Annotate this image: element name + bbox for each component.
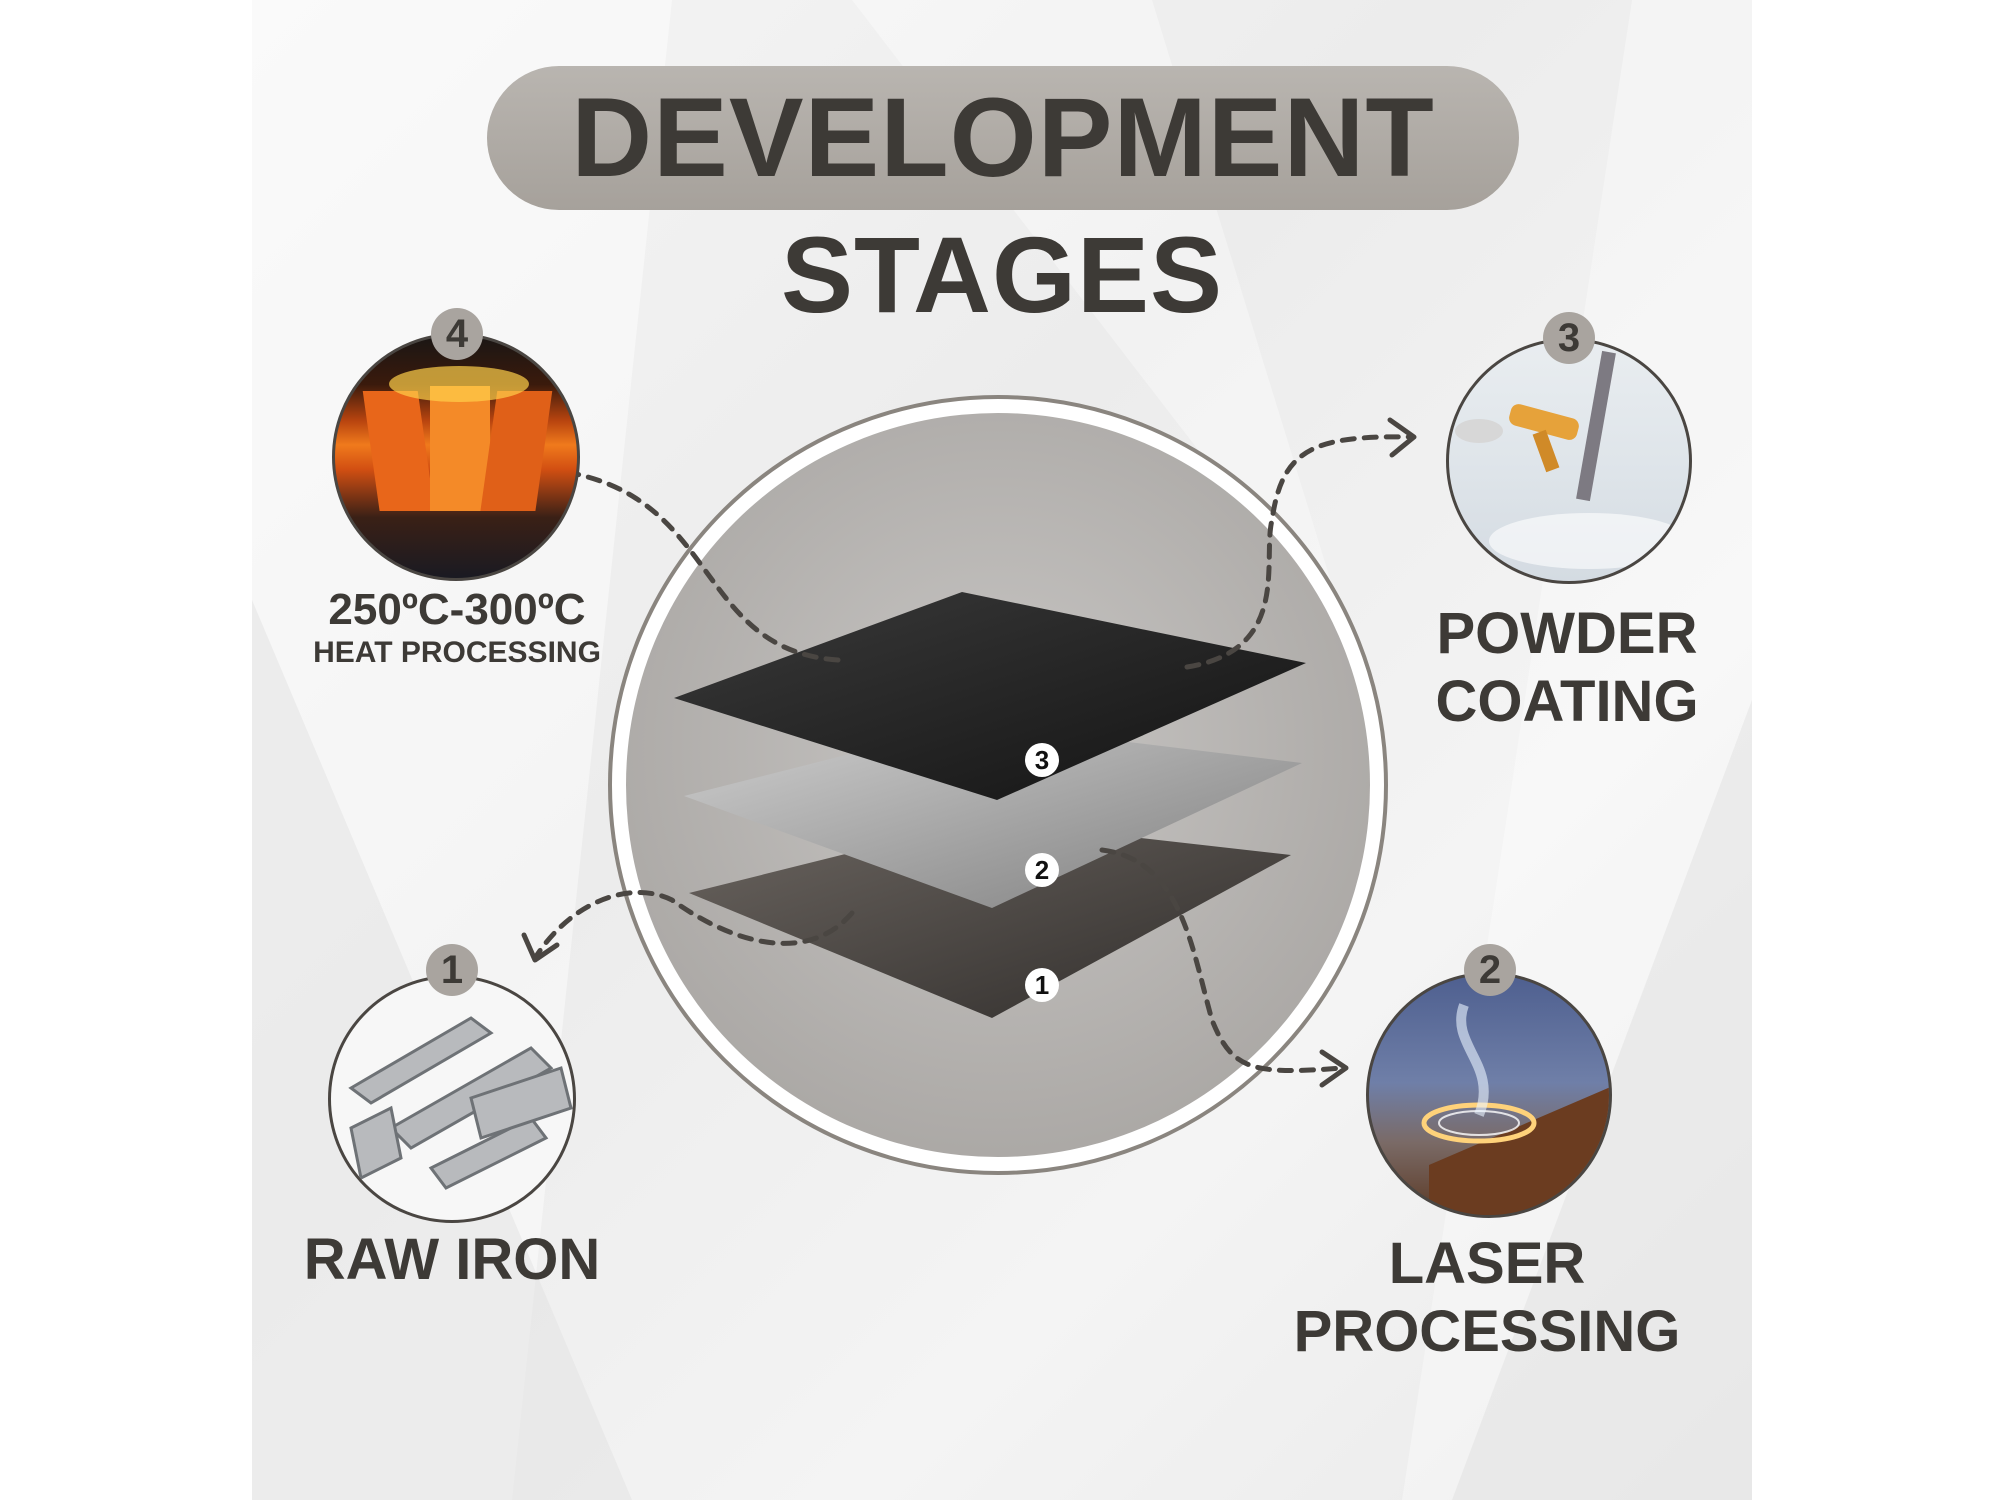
arrow-to-powder-coating [1184, 434, 1415, 670]
powder-coating-photo [1446, 338, 1692, 584]
connector-arrows [521, 417, 1417, 1088]
page-subtitle: STAGES [780, 214, 1224, 335]
steel-profiles-icon [348, 1016, 573, 1190]
laser-processing-photo [1366, 972, 1612, 1218]
stage-2-badge: 2 [1464, 944, 1516, 996]
layer-2-plate [684, 723, 1302, 908]
powder-coating-label-2: COATING [1435, 669, 1699, 734]
layers-diagram [608, 395, 1388, 1175]
heat-bars-icon [362, 366, 553, 511]
arrow-to-raw-iron [532, 890, 855, 961]
powder-coating-label-1: POWDER [1436, 601, 1698, 666]
raw-iron-label: RAW IRON [303, 1227, 601, 1292]
layer-3-plate [674, 592, 1306, 800]
page-title: DEVELOPMENT [571, 75, 1435, 200]
spray-gun-icon [1455, 350, 1689, 569]
layer-1-plate [689, 820, 1291, 1018]
stage-4-badge: 4 [431, 308, 483, 360]
heat-processing-temp: 250ºC-300ºC [328, 585, 586, 634]
heat-processing-photo [332, 333, 580, 581]
laser-ring-icon [1421, 1003, 1609, 1215]
laser-processing-label-1: LASER [1388, 1231, 1586, 1296]
arrowhead-laser [1319, 1049, 1349, 1088]
raw-iron-photo [328, 975, 576, 1223]
layer-badge-3: 3 [1025, 743, 1059, 777]
infographic-canvas: DEVELOPMENT STAGES [252, 0, 1752, 1500]
arrowhead-raw [521, 932, 560, 963]
arrowhead-powder [1387, 417, 1417, 458]
stage-3-badge: 3 [1543, 312, 1595, 364]
laser-processing-label-2: PROCESSING [1293, 1299, 1681, 1364]
title-pill [487, 66, 1519, 210]
heat-processing-label: HEAT PROCESSING [313, 636, 601, 669]
arrow-to-heat-processing [549, 467, 841, 663]
layer-badge-1: 1 [1025, 968, 1059, 1002]
arrow-to-laser-processing [1099, 847, 1345, 1074]
stage-1-badge: 1 [426, 944, 478, 996]
layer-badge-2: 2 [1025, 853, 1059, 887]
